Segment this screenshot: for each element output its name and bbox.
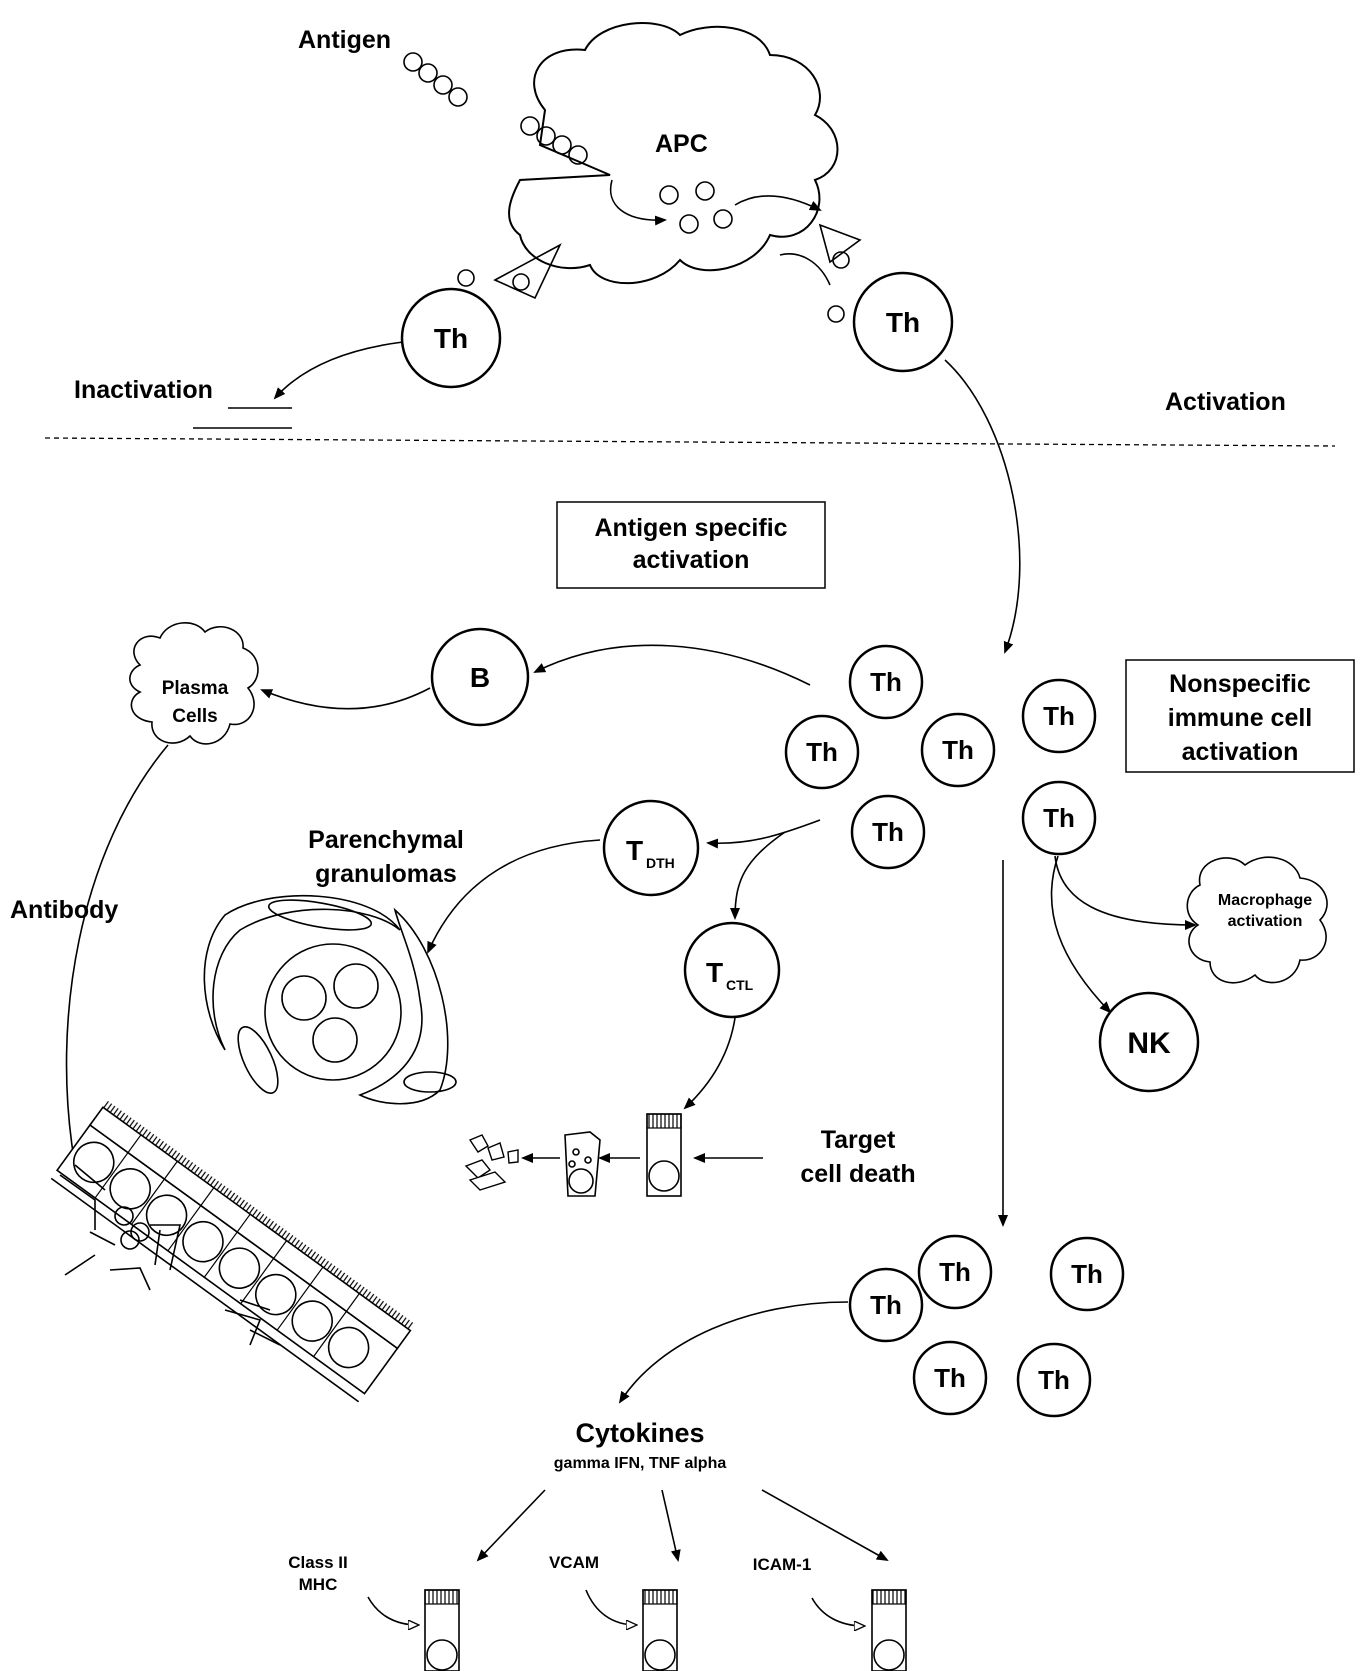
vcam-label: VCAM (549, 1553, 599, 1572)
th-to-macrophage-arrow (1054, 855, 1197, 930)
vcam-expression-arrow (585, 1589, 636, 1625)
antibody-label: Antibody (10, 896, 118, 924)
b-cell-label: B (470, 662, 490, 693)
b-cell (430, 627, 530, 727)
plasma-to-antibody-arrow (65, 744, 169, 1167)
svg-text:Th: Th (870, 667, 902, 697)
th-cluster-middle: Th Th Th Th Th Th (784, 644, 1097, 870)
th-inactivated-cell (400, 287, 502, 389)
svg-text:Th: Th (934, 1363, 966, 1393)
macrophage-line1: Macrophage (1218, 892, 1312, 909)
th-to-b-arrow (533, 644, 811, 686)
target-line2: cell death (800, 1160, 915, 1188)
nonspecific-line2: immune cell (1168, 704, 1313, 732)
activation-arrow (944, 359, 1021, 654)
cytokines-subtitle: gamma IFN, TNF alpha (554, 1455, 727, 1472)
presentation-arrow (734, 195, 822, 211)
th-cluster-bottom: Th Th Th Th Th (848, 1234, 1125, 1418)
antigen-specific-line1: Antigen specific (594, 514, 787, 542)
peptide-left-icon (457, 269, 475, 287)
macrophage-line2: activation (1228, 913, 1303, 930)
t-ctl-cell (683, 921, 781, 1019)
target-cell-icon (646, 1113, 682, 1197)
plasma-line2: Cells (172, 706, 217, 727)
icam-expression-arrow (811, 1597, 864, 1626)
processing-arrow (609, 179, 667, 226)
vcam-target-cell-icon (642, 1589, 678, 1671)
parenchymal-line2: granulomas (315, 860, 457, 888)
svg-text:Th: Th (1071, 1259, 1103, 1289)
th-to-tdth-arrow (706, 819, 821, 849)
epithelium-strip-icon (50, 1100, 416, 1403)
peptide-left-bound-icon (512, 273, 530, 291)
tcr-right-icon (779, 253, 831, 286)
mhc-left-icon (493, 243, 562, 300)
cytokines-label: Cytokines (575, 1418, 704, 1448)
svg-text:Th: Th (872, 817, 904, 847)
inactivation-arrow (273, 341, 404, 400)
tdth-to-granuloma-arrow (427, 839, 601, 954)
dying-cell-icon (564, 1131, 601, 1197)
th-activated-cell (852, 271, 954, 373)
cytokines-to-mhc-arrow (476, 1489, 546, 1562)
icam-label: ICAM-1 (753, 1555, 812, 1574)
bound-antigen-icon (520, 116, 588, 165)
t-dth-cell (602, 799, 700, 897)
antigen-specific-box (556, 501, 826, 589)
mhc-right-icon (818, 223, 862, 264)
svg-text:Th: Th (1038, 1365, 1070, 1395)
th-inactivated-label: Th (434, 323, 468, 354)
nonspecific-line3: activation (1182, 738, 1299, 766)
class2-line1: Class II (288, 1553, 348, 1572)
svg-text:Th: Th (942, 735, 974, 765)
target-line1: Target (821, 1126, 896, 1154)
macrophage-icon (1186, 856, 1328, 984)
svg-text:Th: Th (1043, 701, 1075, 731)
nk-cell (1098, 991, 1200, 1093)
processed-antigen-icon (659, 181, 733, 234)
peptide-right-icon (827, 305, 845, 323)
antibody-cluster-icon (59, 1164, 281, 1346)
svg-text:Th: Th (939, 1257, 971, 1287)
parenchymal-line1: Parenchymal (308, 826, 464, 854)
class2-line2: MHC (299, 1575, 338, 1594)
activation-label: Activation (1165, 388, 1286, 416)
mhc-target-cell-icon (424, 1589, 460, 1671)
antigen-chain-icon (403, 52, 468, 107)
t-ctl-subscript: CTL (726, 977, 754, 993)
th-activated-label: Th (886, 307, 920, 338)
cell-debris-icon (464, 1134, 519, 1191)
tctl-to-target-arrow (683, 1017, 736, 1110)
icam-target-cell-icon (871, 1589, 907, 1671)
svg-text:Th: Th (806, 737, 838, 767)
peptide-right-bound-icon (832, 251, 850, 269)
cytokines-to-vcam-arrow (661, 1489, 681, 1562)
svg-text:Th: Th (1043, 803, 1075, 833)
th-to-tctl-arrow (730, 831, 786, 920)
cytokines-to-icam-arrow (761, 1489, 889, 1561)
nk-label: NK (1127, 1027, 1171, 1060)
granuloma-icon (203, 895, 457, 1105)
mhc-expression-arrow (367, 1596, 418, 1625)
antigen-specific-line2: activation (633, 546, 750, 574)
nonspecific-box (1125, 659, 1355, 773)
b-to-plasma-arrow (260, 687, 431, 710)
t-dth-subscript: DTH (646, 855, 675, 871)
divider-line (44, 437, 1336, 447)
inactivation-label: Inactivation (74, 376, 213, 404)
t-dth-label: T (626, 835, 643, 866)
apc-label: APC (655, 130, 708, 158)
t-ctl-label: T (706, 957, 723, 988)
plasma-line1: Plasma (162, 678, 229, 699)
apc-cell-icon (508, 22, 839, 285)
nonspecific-line1: Nonspecific (1169, 670, 1311, 698)
th-to-cytokines-arrow (618, 1301, 849, 1404)
svg-text:Th: Th (870, 1290, 902, 1320)
th-to-nk-arrow (1050, 855, 1112, 1014)
antigen-label: Antigen (298, 26, 391, 54)
plasma-cells-icon (129, 622, 259, 745)
